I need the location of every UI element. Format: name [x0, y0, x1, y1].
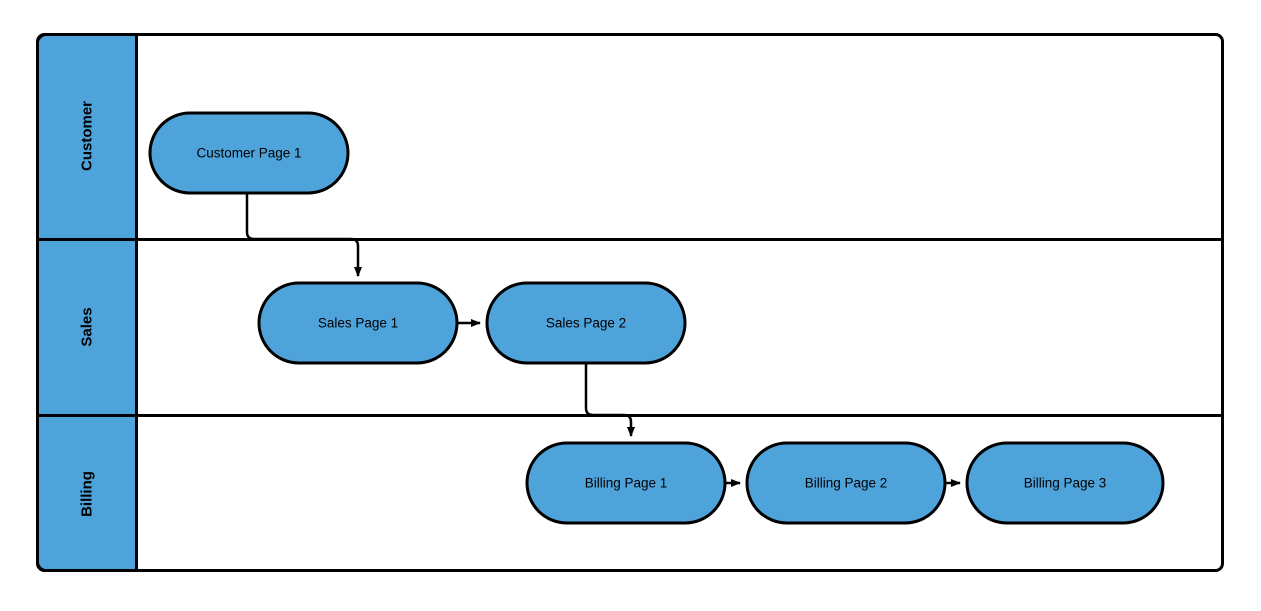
- node-customer-page-1[interactable]: Customer Page 1: [148, 111, 350, 195]
- node-shape: [965, 441, 1165, 525]
- node-shape: [257, 281, 459, 365]
- node-shape: [745, 441, 947, 525]
- node-label: Customer Page 1: [196, 146, 301, 161]
- node-label: Sales Page 1: [318, 316, 398, 331]
- node-billing-page-1[interactable]: Billing Page 1: [525, 441, 727, 525]
- node-billing-page-3[interactable]: Billing Page 3: [965, 441, 1165, 525]
- node-shape: [525, 441, 727, 525]
- lane-header-column: [36, 33, 138, 572]
- node-label: Billing Page 1: [585, 476, 668, 491]
- lane-label-sales: Sales: [79, 307, 96, 346]
- node-shape: [485, 281, 687, 365]
- lane-header-customer[interactable]: Customer: [79, 101, 96, 171]
- lane-label-billing: Billing: [79, 471, 96, 517]
- node-sales-page-2[interactable]: Sales Page 2: [485, 281, 687, 365]
- lane-header-billing[interactable]: Billing: [79, 471, 96, 517]
- node-label: Billing Page 3: [1024, 476, 1107, 491]
- node-sales-page-1[interactable]: Sales Page 1: [257, 281, 459, 365]
- node-shape: [148, 111, 350, 195]
- connector-customer-1-to-sales-1: [245, 193, 362, 277]
- node-label: Billing Page 2: [805, 476, 888, 491]
- lane-header-sales[interactable]: Sales: [79, 307, 96, 346]
- node-label: Sales Page 2: [546, 316, 626, 331]
- lane-label-customer: Customer: [79, 101, 96, 171]
- connector-sales-2-to-billing-1: [584, 363, 635, 437]
- node-billing-page-2[interactable]: Billing Page 2: [745, 441, 947, 525]
